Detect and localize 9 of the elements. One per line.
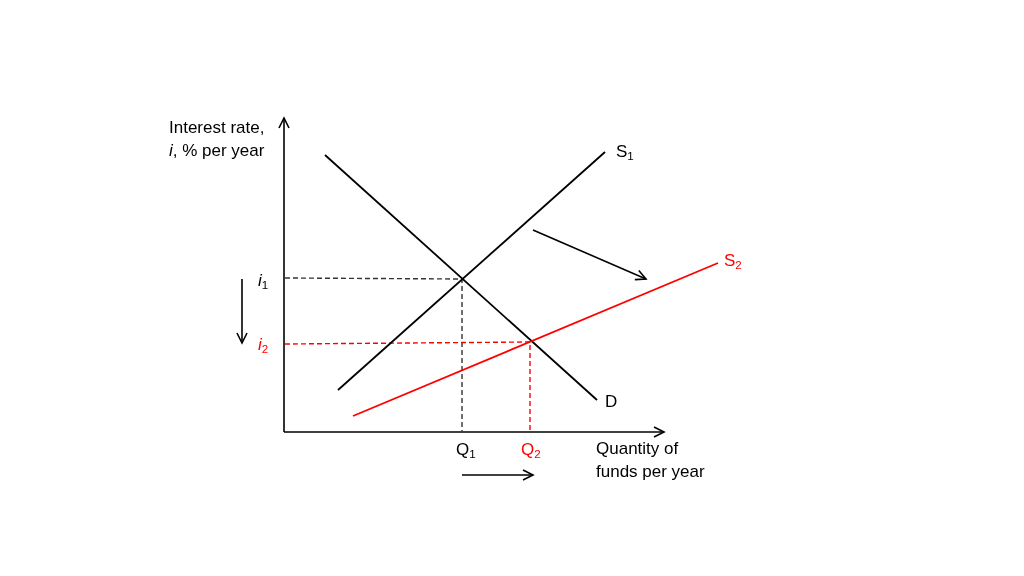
curve-label: S$_{2}$ — [724, 250, 742, 272]
curve-label: S$_{1}$ — [616, 141, 634, 163]
curve-label: D — [605, 391, 618, 413]
axis-value-label: i$_{1}$ — [258, 270, 269, 292]
axis-value-label: Q$_{1}$ — [456, 439, 476, 461]
axis-title: Interest rate, i, % per year — [169, 117, 266, 162]
axis-value-label: i$_{2}$ — [258, 334, 269, 356]
axis-title: Quantity of funds per year — [596, 438, 706, 483]
axis-value-label: Q$_{2}$ — [521, 439, 541, 461]
